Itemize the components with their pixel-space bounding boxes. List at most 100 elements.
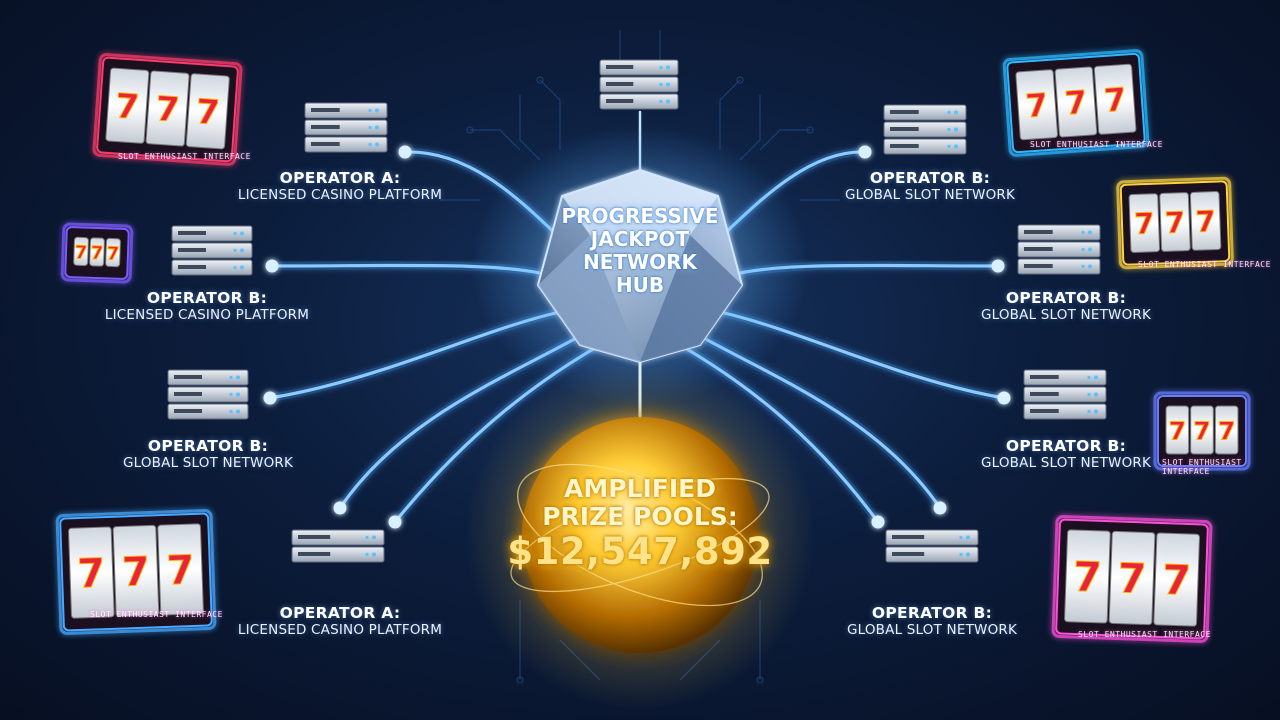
slot-reel-symbol: 7 <box>1103 80 1128 119</box>
server-unit <box>167 369 249 386</box>
server-led <box>1081 247 1085 252</box>
server-unit <box>1023 369 1107 386</box>
hub-label-line: PROGRESSIVE <box>561 204 719 228</box>
server-led <box>666 65 670 70</box>
server-unit <box>171 225 253 242</box>
slot-reel <box>185 73 230 150</box>
operator-label: OPERATOR B: GLOBAL SLOT NETWORK <box>946 437 1186 471</box>
server-slot <box>298 535 331 539</box>
prize-pool-amount: $12,547,892 <box>507 530 773 573</box>
server-led <box>966 552 970 557</box>
slot-reel <box>89 237 105 267</box>
server-unit <box>304 102 388 119</box>
server-unit <box>885 529 979 546</box>
operator-label: OPERATOR B: GLOBAL SLOT NETWORK <box>812 604 1052 638</box>
server-unit <box>885 546 979 563</box>
server-slot <box>178 265 206 269</box>
slot-frame-glow <box>55 509 217 635</box>
server-led <box>659 99 663 104</box>
prize-pool-subtitle: PRIZE POOLS: <box>542 501 738 531</box>
slot-reel <box>1189 191 1222 251</box>
hub-gem <box>536 168 744 364</box>
server-led <box>372 552 376 557</box>
slot-reel <box>68 526 115 619</box>
server-led <box>229 375 233 380</box>
slot-reel <box>73 236 89 267</box>
server-unit <box>599 76 679 93</box>
server-led <box>372 535 376 540</box>
operator-label: OPERATOR B: LICENSED CASINO PLATFORM <box>72 289 342 323</box>
server-led <box>233 248 237 253</box>
slot-reel <box>1064 529 1111 624</box>
hub-label-line: HUB <box>615 273 665 297</box>
server-unit <box>171 242 253 259</box>
operator-subtitle: LICENSED CASINO PLATFORM <box>237 186 443 203</box>
operator-title: OPERATOR B: <box>871 604 993 622</box>
server-rack-icon <box>1017 224 1101 275</box>
server-slot <box>606 99 634 103</box>
server-slot <box>890 110 919 114</box>
server-rack-icon <box>291 529 385 563</box>
prize-orb <box>522 417 758 653</box>
server-led <box>947 127 951 132</box>
server-led <box>375 142 379 147</box>
operator-title: OPERATOR A: <box>279 169 401 187</box>
slot-reel-symbol: 7 <box>114 86 140 128</box>
slot-reel <box>112 524 160 618</box>
slot-reel <box>1159 192 1191 252</box>
server-group <box>167 59 1107 563</box>
slot-reel <box>1054 66 1098 138</box>
server-unit <box>167 403 249 420</box>
slot-frame-glow <box>92 53 243 166</box>
server-unit <box>291 546 385 563</box>
connector-node-dot <box>333 501 347 515</box>
server-led <box>659 65 663 70</box>
slot-caption: SLOT ENTHUSIAST INTERFACE <box>1138 260 1271 269</box>
slot-reel <box>105 237 121 268</box>
server-unit <box>1023 386 1107 403</box>
operator-title: OPERATOR B: <box>146 289 268 307</box>
server-led <box>229 392 233 397</box>
server-slot <box>892 552 925 556</box>
slot-caption: SLOT ENTHUSIAST INTERFACE <box>118 152 251 161</box>
server-rack-icon <box>599 59 679 110</box>
prize-pool-title: AMPLIFIED <box>564 474 716 503</box>
hub-label: PROGRESSIVE JACKPOT NETWORK HUB <box>540 205 740 297</box>
server-led <box>954 144 958 149</box>
slot-reel-symbol: 7 <box>106 243 119 264</box>
slot-frame-glow <box>1002 49 1150 157</box>
operator-subtitle: LICENSED CASINO PLATFORM <box>237 621 443 638</box>
server-slot <box>1030 392 1059 396</box>
server-led <box>236 392 240 397</box>
operator-label: OPERATOR B: GLOBAL SLOT NETWORK <box>946 289 1186 323</box>
server-led <box>659 82 663 87</box>
slot-frame-glow <box>1051 515 1213 643</box>
operator-label: OPERATOR A: LICENSED CASINO PLATFORM <box>205 169 475 203</box>
server-led <box>954 127 958 132</box>
slot-reel <box>1015 69 1058 141</box>
slot-reel-symbol: 7 <box>1169 416 1186 445</box>
slot-reel <box>1153 532 1200 627</box>
server-led <box>233 231 237 236</box>
server-led <box>1087 375 1091 380</box>
connector-node-dot <box>997 391 1011 405</box>
connector-node-dot <box>933 501 947 515</box>
slot-reel-symbol: 7 <box>121 549 150 596</box>
server-led <box>666 99 670 104</box>
server-led <box>233 265 237 270</box>
server-led <box>368 142 372 147</box>
slot-frame-glow <box>1116 176 1234 270</box>
server-slot <box>890 127 919 131</box>
slot-reel-symbol: 7 <box>1218 416 1235 445</box>
operator-subtitle: GLOBAL SLOT NETWORK <box>846 621 1018 638</box>
server-slot <box>1024 264 1053 268</box>
server-led <box>966 535 970 540</box>
hub-label-line: JACKPOT <box>590 227 690 251</box>
server-slot <box>890 144 919 148</box>
slot-reel <box>1165 405 1190 455</box>
connector-node-dot <box>858 145 872 159</box>
